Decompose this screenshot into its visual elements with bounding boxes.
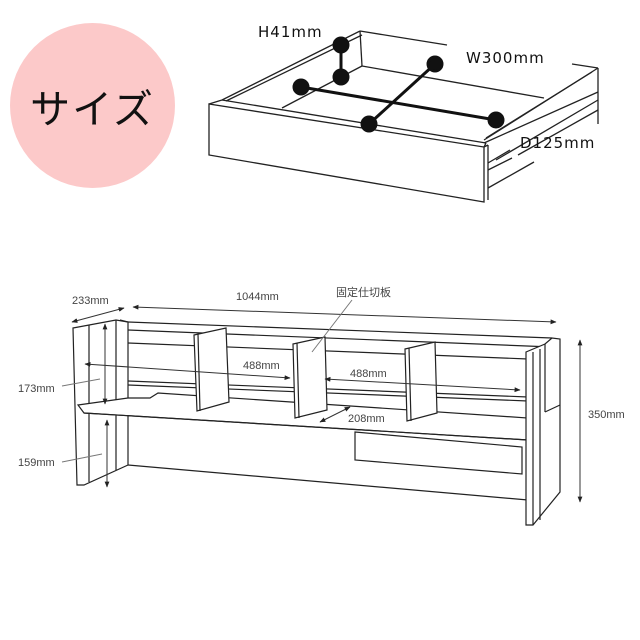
drawer-height-label: H41mm [258, 23, 323, 41]
size-badge: サイズ [10, 23, 175, 188]
shelf-board-depth-label: 208mm [348, 413, 385, 425]
shelf-width-label: 1044mm [236, 291, 279, 303]
right-compartment-label: 488mm [350, 368, 387, 380]
shelf-dimension-lines [61, 299, 583, 503]
desk-shelf-illustration [72, 319, 561, 526]
drawer-depth-label: D125mm [520, 134, 595, 152]
drawer-width-label: W300mm [466, 49, 545, 67]
left-compartment-label: 488mm [243, 360, 280, 372]
fixed-divider-label: 固定仕切板 [336, 285, 391, 299]
lower-height-label: 159mm [18, 457, 55, 469]
size-badge-label: サイズ [30, 86, 155, 133]
shelf-depth-label: 233mm [72, 295, 109, 307]
total-height-label: 350mm [588, 409, 625, 421]
drawer-dimension-markers [292, 36, 505, 133]
upper-height-label: 173mm [18, 383, 55, 395]
